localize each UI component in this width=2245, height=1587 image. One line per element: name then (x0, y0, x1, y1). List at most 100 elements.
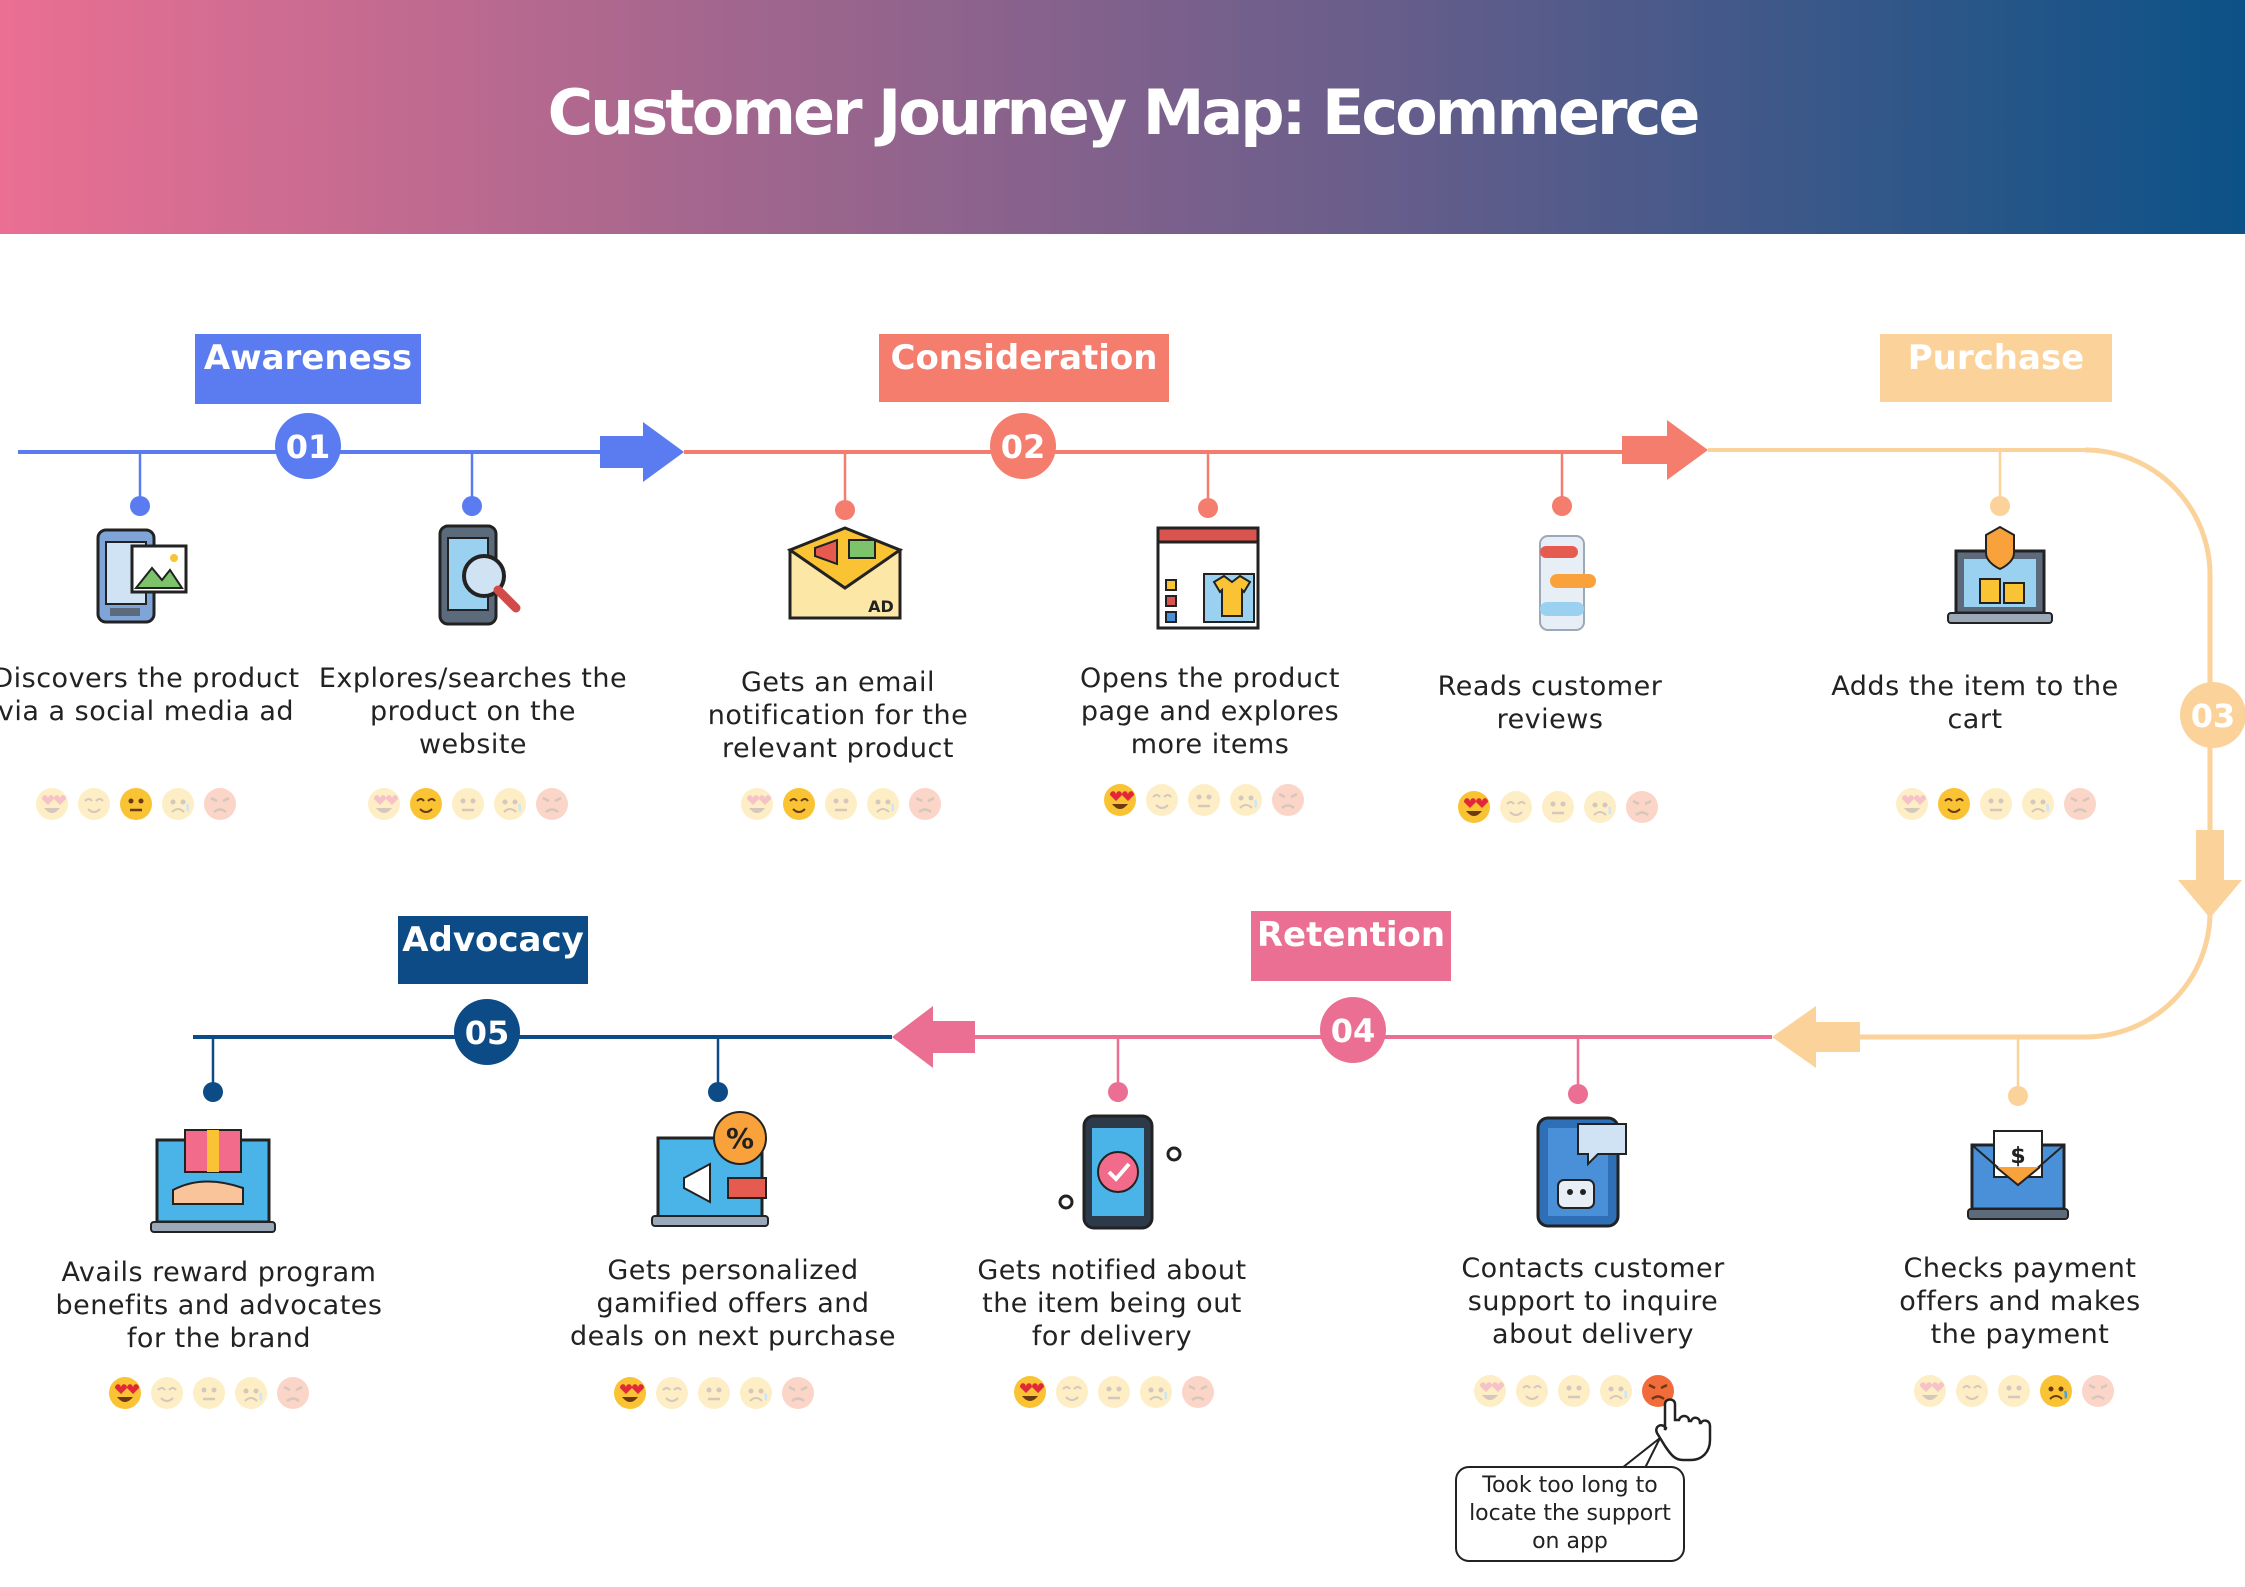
step-text-9: Gets notified about the item being out f… (977, 1255, 1247, 1352)
reward-gift-icon (150, 1129, 276, 1233)
stage-number: 01 (286, 428, 331, 466)
cursor-hand-icon (1655, 1398, 1712, 1462)
arrow-down-icon (2178, 830, 2242, 918)
step-dot (1198, 498, 1218, 518)
step-text-3: Gets an email notification for the relev… (707, 667, 969, 764)
emoji-sad-icon (740, 1377, 772, 1409)
reviews-chat-icon (1539, 535, 1596, 631)
emotion-scale (36, 788, 236, 820)
emotion-scale (1014, 1376, 1214, 1408)
emoji-neutral-icon (698, 1377, 730, 1409)
emoji-neutral-icon (1980, 788, 2012, 820)
step-text-5: Reads customer reviews (1437, 671, 1663, 735)
step-dot (1108, 1082, 1128, 1102)
step-dot (462, 496, 482, 516)
step-dot (130, 496, 150, 516)
emoji-delighted-icon (1914, 1375, 1946, 1407)
step-text-6: Adds the item to the cart (1831, 671, 2119, 735)
emoji-sad-icon (1140, 1376, 1172, 1408)
page-title: Customer Journey Map: Ecommerce (547, 76, 1701, 149)
emoji-angry-icon (909, 788, 941, 820)
stage-label-consideration: Consideration (879, 334, 1169, 402)
step-text-11: Avails reward program benefits and advoc… (55, 1257, 383, 1354)
emoji-delighted-icon (1474, 1375, 1506, 1407)
step-dot (835, 500, 855, 520)
emoji-content-icon (1056, 1376, 1088, 1408)
phone-check-icon (1058, 1114, 1182, 1230)
emoji-angry-icon (1642, 1375, 1674, 1407)
emotion-scale (1896, 788, 2096, 820)
step-text-10: Gets personalized gamified offers and de… (570, 1255, 896, 1352)
stage-label-awareness: Awareness (195, 334, 421, 404)
emoji-content-icon (1146, 784, 1178, 816)
emoji-angry-icon (2082, 1375, 2114, 1407)
emoji-neutral-icon (1098, 1376, 1130, 1408)
emoji-neutral-icon (1558, 1375, 1590, 1407)
stage-number-circle (990, 413, 1056, 479)
svg-text:AD: AD (868, 597, 894, 616)
stage-number-circle (2180, 682, 2245, 748)
step-dot (2008, 1086, 2028, 1106)
emotion-scale (109, 1377, 309, 1409)
step-dot (1552, 496, 1572, 516)
emoji-content-icon (1956, 1375, 1988, 1407)
phone-image-icon (96, 528, 188, 624)
emoji-sad-icon (2040, 1375, 2072, 1407)
svg-text:$: $ (2010, 1144, 2025, 1169)
emoji-delighted-icon (1896, 788, 1928, 820)
emoji-angry-icon (1182, 1376, 1214, 1408)
product-page-icon (1156, 526, 1260, 630)
emoji-neutral-icon (120, 788, 152, 820)
support-bot-icon (1536, 1116, 1627, 1228)
step-text-8: Contacts customer support to inquire abo… (1461, 1253, 1725, 1350)
emoji-neutral-icon (452, 788, 484, 820)
emotion-scale (1914, 1375, 2114, 1407)
arrow-awareness-icon (600, 422, 684, 482)
phone-search-icon (438, 524, 521, 626)
emoji-neutral-icon (1542, 791, 1574, 823)
gamified-offer-icon: % (651, 1111, 769, 1227)
emotion-scale (368, 788, 568, 820)
emoji-delighted-icon (1104, 784, 1136, 816)
payment-mail-icon: $ (1967, 1130, 2069, 1220)
emoji-content-icon (1500, 791, 1532, 823)
emoji-angry-icon (1626, 791, 1658, 823)
stage-number-circle (454, 999, 520, 1065)
emotion-scale (1474, 1375, 1674, 1407)
emoji-sad-icon (235, 1377, 267, 1409)
emoji-neutral-icon (825, 788, 857, 820)
emoji-angry-icon (2064, 788, 2096, 820)
emoji-content-icon (78, 788, 110, 820)
emoji-delighted-icon (109, 1377, 141, 1409)
emoji-sad-icon (1584, 791, 1616, 823)
emoji-neutral-icon (193, 1377, 225, 1409)
step-text-7: Checks payment offers and makes the paym… (1899, 1253, 2141, 1350)
emoji-content-icon (151, 1377, 183, 1409)
stage-label-advocacy: Advocacy (398, 916, 588, 984)
header-banner (0, 0, 2245, 234)
emoji-content-icon (1516, 1375, 1548, 1407)
emoji-sad-icon (1230, 784, 1262, 816)
emoji-delighted-icon (368, 788, 400, 820)
emoji-sad-icon (2022, 788, 2054, 820)
emoji-sad-icon (1600, 1375, 1632, 1407)
timeline-curve (1860, 447, 2213, 1040)
emoji-neutral-icon (1188, 784, 1220, 816)
step-dot (708, 1082, 728, 1102)
arrow-consideration-icon (1622, 420, 1708, 480)
emoji-sad-icon (162, 788, 194, 820)
emoji-delighted-icon (1014, 1376, 1046, 1408)
emoji-content-icon (783, 788, 815, 820)
svg-text:%: % (726, 1122, 754, 1155)
pain-point-callout: Took too long to locate the support on a… (1455, 1466, 1685, 1562)
emoji-delighted-icon (36, 788, 68, 820)
emoji-delighted-icon (614, 1377, 646, 1409)
emoji-sad-icon (494, 788, 526, 820)
callout-pointer (1621, 1437, 1661, 1469)
emoji-delighted-icon (1458, 791, 1490, 823)
emotion-scale (614, 1377, 814, 1409)
arrow-advocacy-icon (892, 1006, 975, 1068)
step-dot (1990, 496, 2010, 516)
step-text-4: Opens the product page and explores more… (1079, 663, 1340, 760)
